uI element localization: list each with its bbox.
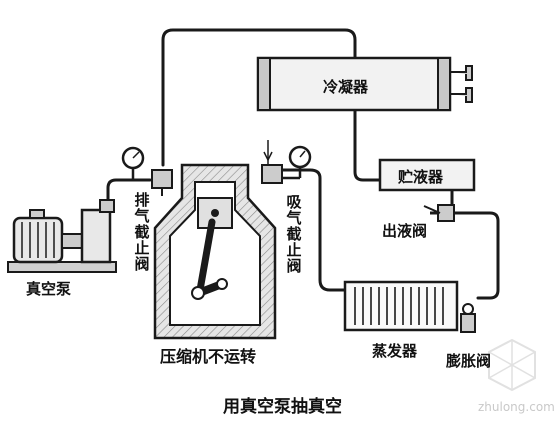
suction-valve-label: 吸气截止阀 <box>286 193 302 275</box>
vacuum-pump-label: 真空泵 <box>26 280 72 298</box>
liquid-line <box>453 211 500 300</box>
evaporator-label: 蒸发器 <box>372 342 418 360</box>
outlet-valve-label: 出液阀 <box>382 222 428 240</box>
evaporator <box>343 280 459 332</box>
exhaust-valve-symbol <box>151 169 173 196</box>
outlet-valve-symbol <box>423 204 455 222</box>
receiver <box>378 158 476 192</box>
suction-valve-symbol <box>261 140 283 184</box>
expansion-valve-label: 膨胀阀 <box>446 352 492 370</box>
vacuum-pump <box>7 199 117 273</box>
watermark-logo <box>488 338 536 392</box>
expansion-valve-symbol <box>460 303 476 333</box>
discharge-pipe <box>161 28 357 167</box>
exhaust-valve-label: 排气截止阀 <box>134 191 150 273</box>
condenser <box>256 56 473 112</box>
pressure-gauge-right <box>282 145 312 180</box>
compressor-label: 压缩机不运转 <box>160 347 257 366</box>
watermark-text: zhulong.com <box>478 400 555 414</box>
receiver-label: 贮液器 <box>398 168 444 186</box>
compressor <box>153 163 277 340</box>
pressure-gauge-left <box>121 146 145 180</box>
condenser-label: 冷凝器 <box>323 78 369 96</box>
liquid-line-to-receiver <box>353 108 382 182</box>
suction-pipe <box>280 168 347 292</box>
diagram-caption: 用真空泵抽真空 <box>223 397 342 417</box>
vacuum-hose <box>106 178 152 202</box>
